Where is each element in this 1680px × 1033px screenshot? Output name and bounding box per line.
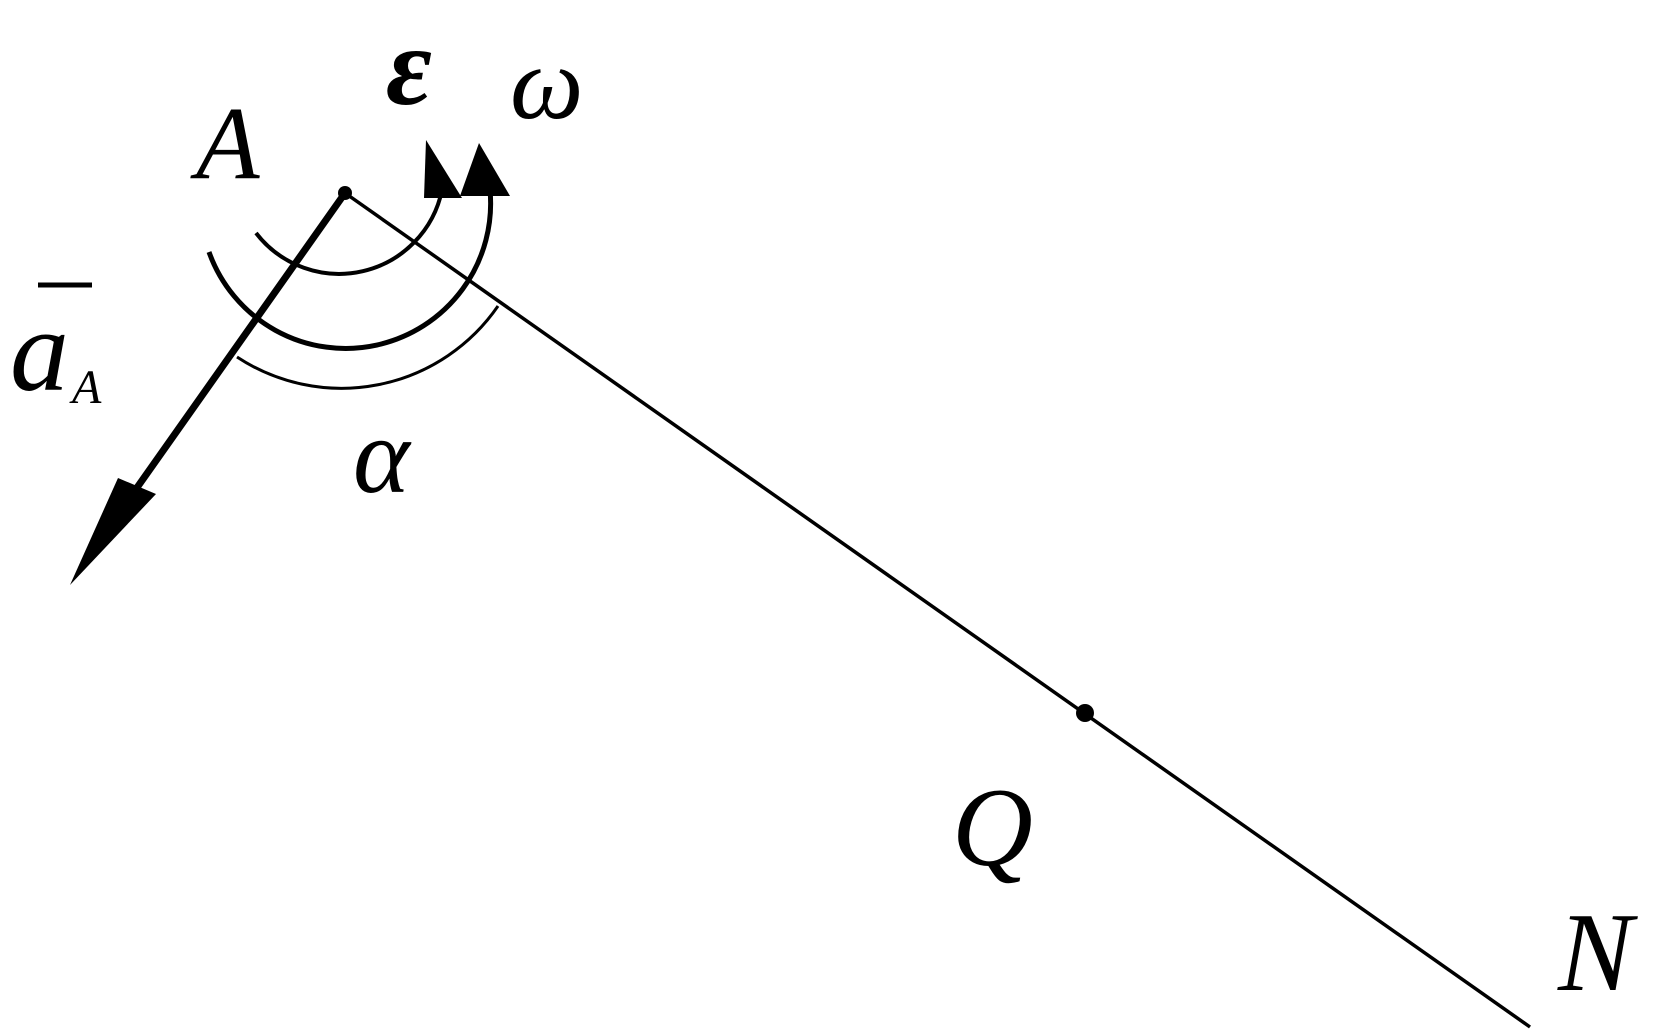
alpha-angle-arc [236, 305, 500, 390]
point-a-dot [338, 186, 352, 200]
acceleration-vector-arrowhead [70, 478, 156, 585]
acceleration-vector-shaft [97, 190, 348, 543]
label-point-n: N [1557, 891, 1638, 1015]
label-epsilon: ε [386, 5, 432, 129]
label-accel-subscript: A [69, 361, 102, 414]
epsilon-rotation-arc [254, 189, 444, 276]
label-point-q: Q [952, 766, 1033, 890]
label-alpha: α [353, 397, 412, 516]
label-accel-symbol: a [10, 285, 69, 416]
point-q-dot [1076, 704, 1094, 722]
label-omega: ω [510, 26, 583, 141]
epsilon-arrowhead [424, 140, 462, 198]
omega-rotation-arc [206, 189, 494, 351]
line-a-to-n [343, 191, 1532, 1029]
omega-arrowhead [460, 143, 510, 196]
label-point-a: A [190, 86, 260, 201]
